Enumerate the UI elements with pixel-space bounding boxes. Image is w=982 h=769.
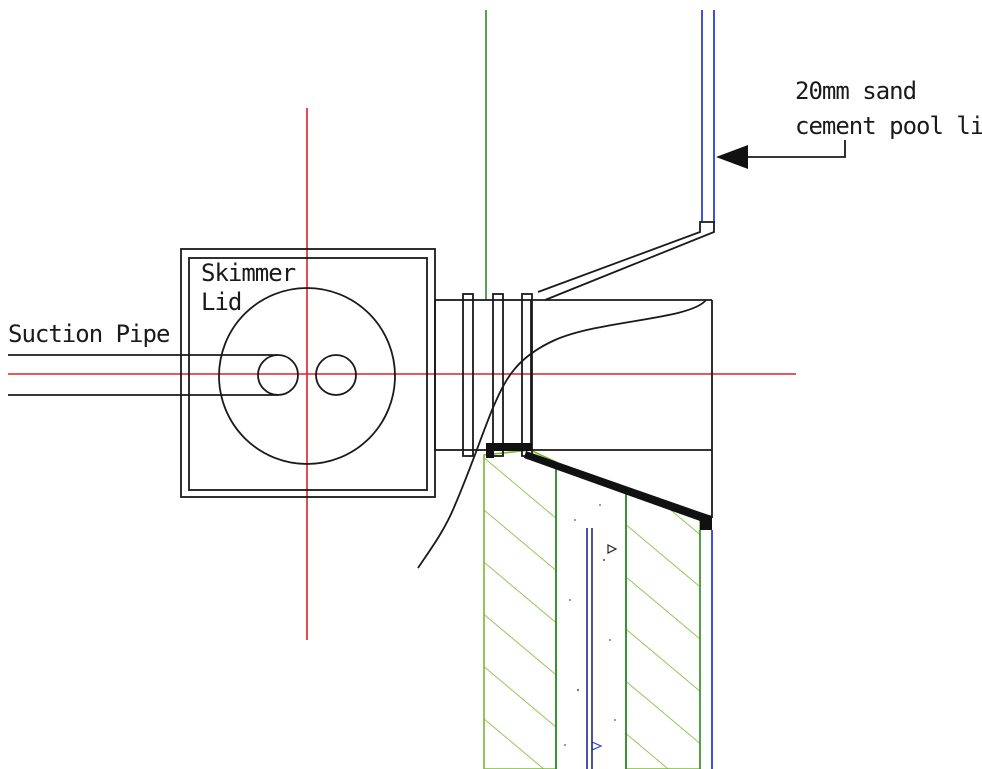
core-speckle <box>564 504 618 751</box>
centerlines <box>8 108 796 640</box>
skimmer-label-line1: Skimmer <box>201 259 296 287</box>
liner-note-line2: cement pool liner. <box>795 112 982 140</box>
flange-2 <box>492 293 504 457</box>
mouth-sill <box>486 443 712 530</box>
rebar <box>586 528 593 769</box>
suction-port-right <box>315 354 357 396</box>
flange-1 <box>462 293 474 457</box>
skimmer-lid <box>218 287 396 465</box>
weir-curve <box>417 299 707 569</box>
skimmer-outlines <box>8 221 715 569</box>
liner-leader <box>745 140 846 158</box>
concrete-wall <box>483 449 701 769</box>
leader-arrowhead <box>716 145 748 169</box>
pool-liner-upper <box>701 10 715 222</box>
skimmer-box-inner <box>188 257 428 491</box>
concrete-right-section <box>625 490 701 769</box>
skimmer-label-line2: Lid <box>201 288 241 316</box>
throat-neck <box>434 299 532 451</box>
mouth-upper-lip <box>537 221 715 301</box>
suction-pipe-label: Suction Pipe <box>8 320 170 348</box>
liner-note-line1: 20mm sand <box>795 77 916 105</box>
concrete-left-section <box>483 449 557 769</box>
suction-port-left <box>257 354 299 396</box>
